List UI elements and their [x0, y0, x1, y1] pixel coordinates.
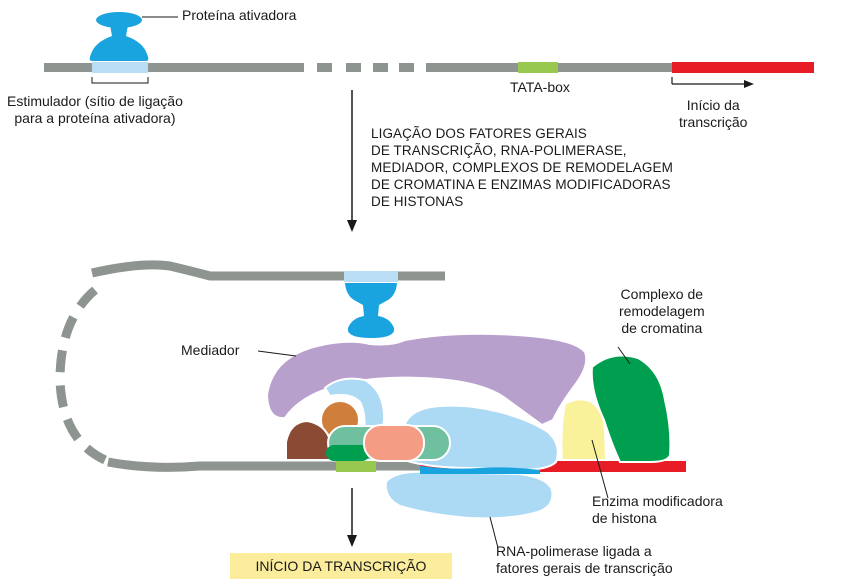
mediator-label: Mediador — [181, 342, 240, 358]
bound-activator-icon — [345, 283, 397, 338]
rna-polymerase-label-line-1: RNA-polimerase ligada a — [496, 543, 652, 559]
dna-loop-lower — [107, 457, 420, 472]
remodeling-leader-line — [617, 346, 631, 365]
activator-protein-label: Proteína ativadora — [182, 7, 297, 23]
enhancer-site — [92, 62, 148, 73]
transcription-start-label: Início da transcrição — [679, 97, 747, 131]
dna-gap-dash-4 — [399, 63, 414, 72]
rna-polymerase-label: RNA-polimerase ligada a fatores gerais d… — [496, 543, 673, 577]
enhancer-label-line-2: para a proteína ativadora) — [14, 110, 176, 126]
histone-enzyme-label-line-1: Enzima modificadora — [592, 493, 723, 509]
process-step-line-3: MEDIADOR, COMPLEXOS DE REMODELAGEM — [371, 160, 673, 175]
general-factor-salmon — [363, 424, 425, 462]
remodeling-label-line-3: de cromatina — [621, 320, 703, 336]
rna-polymerase-dark-region — [420, 466, 540, 474]
transcription-start-result-box: INÍCIO DA TRANSCRIÇÃO — [230, 553, 452, 579]
rna-polymerase-label-line-2: fatores gerais de transcrição — [496, 560, 673, 576]
tata-box-looped — [336, 461, 376, 472]
enhancer-site-looped — [344, 271, 398, 282]
process-step-line-2: DE TRANSCRIÇÃO, RNA-POLIMERASE, — [371, 143, 627, 158]
enhancer-bracket — [91, 77, 149, 84]
dna-loop-dashed — [55, 286, 108, 465]
process-arrow-down — [347, 90, 357, 232]
dna-segment-left — [44, 63, 304, 72]
remodeling-label-line-1: Complexo de — [620, 286, 704, 302]
dna-gap-dash-3 — [373, 63, 388, 72]
tata-box-label: TATA-box — [510, 79, 570, 95]
transcription-start-label-line-1: Início da — [686, 97, 740, 113]
histone-modifying-enzyme — [560, 398, 608, 461]
transcription-start-label-line-2: transcrição — [679, 114, 748, 130]
mediator-leader-line — [257, 350, 297, 357]
rna-polymerase-lower-lobe — [384, 470, 554, 520]
tata-box — [518, 62, 558, 73]
polymerase-leader-line — [489, 516, 499, 549]
coding-region — [672, 62, 814, 73]
remodeling-label-line-2: remodelagem — [619, 303, 705, 319]
enhancer-label-line-1: Estimulador (sítio de ligação — [7, 93, 183, 109]
result-arrow-down — [347, 488, 357, 547]
transcription-start-arrow — [671, 77, 754, 88]
dna-gap-dash-2 — [346, 63, 361, 72]
top-dna — [44, 62, 814, 73]
remodeling-complex-label: Complexo de remodelagem de cromatina — [619, 286, 705, 337]
result-label: INÍCIO DA TRANSCRIÇÃO — [255, 558, 427, 574]
process-step-label: LIGAÇÃO DOS FATORES GERAIS DE TRANSCRIÇÃ… — [371, 125, 673, 210]
coding-region-looped — [420, 461, 686, 472]
dna-gap-dash-1 — [317, 63, 332, 72]
process-step-line-1: LIGAÇÃO DOS FATORES GERAIS — [371, 126, 587, 141]
enhancer-label: Estimulador (sítio de ligação para a pro… — [7, 93, 183, 127]
process-step-line-5: DE HISTONAS — [371, 194, 464, 209]
activator-protein-icon — [89, 12, 149, 61]
histone-enzyme-label-line-2: de histona — [592, 510, 657, 526]
dna-loop-upper — [90, 260, 445, 281]
histone-enzyme-label: Enzima modificadora de histona — [592, 493, 723, 527]
histone-enzyme-leader-line — [591, 439, 609, 499]
process-step-line-4: DE CROMATINA E ENZIMAS MODIFICADORAS — [371, 177, 671, 192]
general-factor-dark-green — [326, 445, 370, 461]
